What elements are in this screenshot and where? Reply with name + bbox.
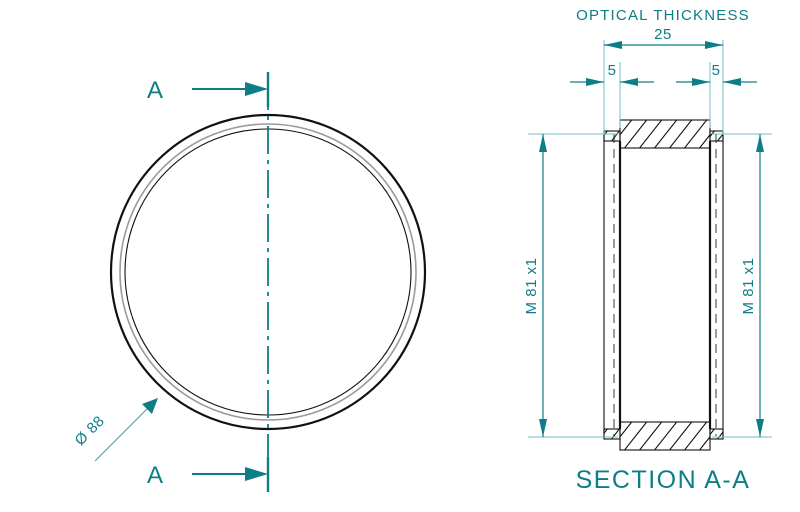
section-title: SECTION A-A: [576, 466, 751, 494]
section-arrow-top: A: [147, 72, 270, 107]
diameter-dimension-text: Ø 88: [72, 413, 108, 449]
section-dimensions: OPTICAL THICKNESS 25 5: [523, 7, 772, 494]
left-thread-dimension: M 81 x1: [523, 134, 547, 437]
right-thread-value: M 81 x1: [740, 258, 757, 315]
outer-diameter-circle: [109, 113, 427, 431]
left-step-dimension: 5: [570, 62, 654, 86]
bottom-right-lip-hatch: [710, 429, 723, 439]
diameter-leader-arrowhead: [142, 398, 158, 414]
section-arrow-top-head: [245, 82, 268, 96]
right-thread-arrow-top: [756, 134, 764, 152]
diameter-leader-line: [94, 403, 153, 462]
section-letter-bottom: A: [147, 462, 163, 489]
left-thread-arrow-top: [539, 134, 547, 152]
left-step-value: 5: [608, 62, 617, 79]
bottom-flange-hatch: [620, 422, 710, 450]
right-step-dimension: 5: [676, 62, 757, 86]
right-thread-dimension: M 81 x1: [740, 134, 764, 437]
right-step-arrow-b: [723, 78, 741, 86]
overall-width-arrow-right: [705, 41, 723, 49]
top-flange-hatch: [620, 120, 710, 148]
section-letter-top: A: [147, 77, 163, 104]
left-thread-arrow-bottom: [539, 419, 547, 437]
section-view: [603, 119, 724, 451]
optical-thickness-label: OPTICAL THICKNESS: [576, 7, 750, 24]
section-arrow-bottom: A: [147, 457, 270, 492]
overall-width-value: 25: [654, 26, 672, 43]
left-step-arrow-a: [586, 78, 604, 86]
thread-root-circle: [119, 123, 417, 421]
right-step-arrow-a: [692, 78, 710, 86]
bottom-left-lip-hatch: [604, 429, 620, 439]
diameter-callout: Ø 88: [72, 398, 158, 462]
front-view: A A Ø 88: [72, 72, 427, 492]
overall-width-arrow-left: [604, 41, 622, 49]
overall-width-dimension: 25: [604, 26, 723, 49]
section-arrow-bottom-head: [245, 467, 268, 481]
left-thread-value: M 81 x1: [523, 258, 540, 315]
right-thread-arrow-bottom: [756, 419, 764, 437]
right-step-value: 5: [712, 62, 721, 79]
left-step-arrow-b: [620, 78, 638, 86]
